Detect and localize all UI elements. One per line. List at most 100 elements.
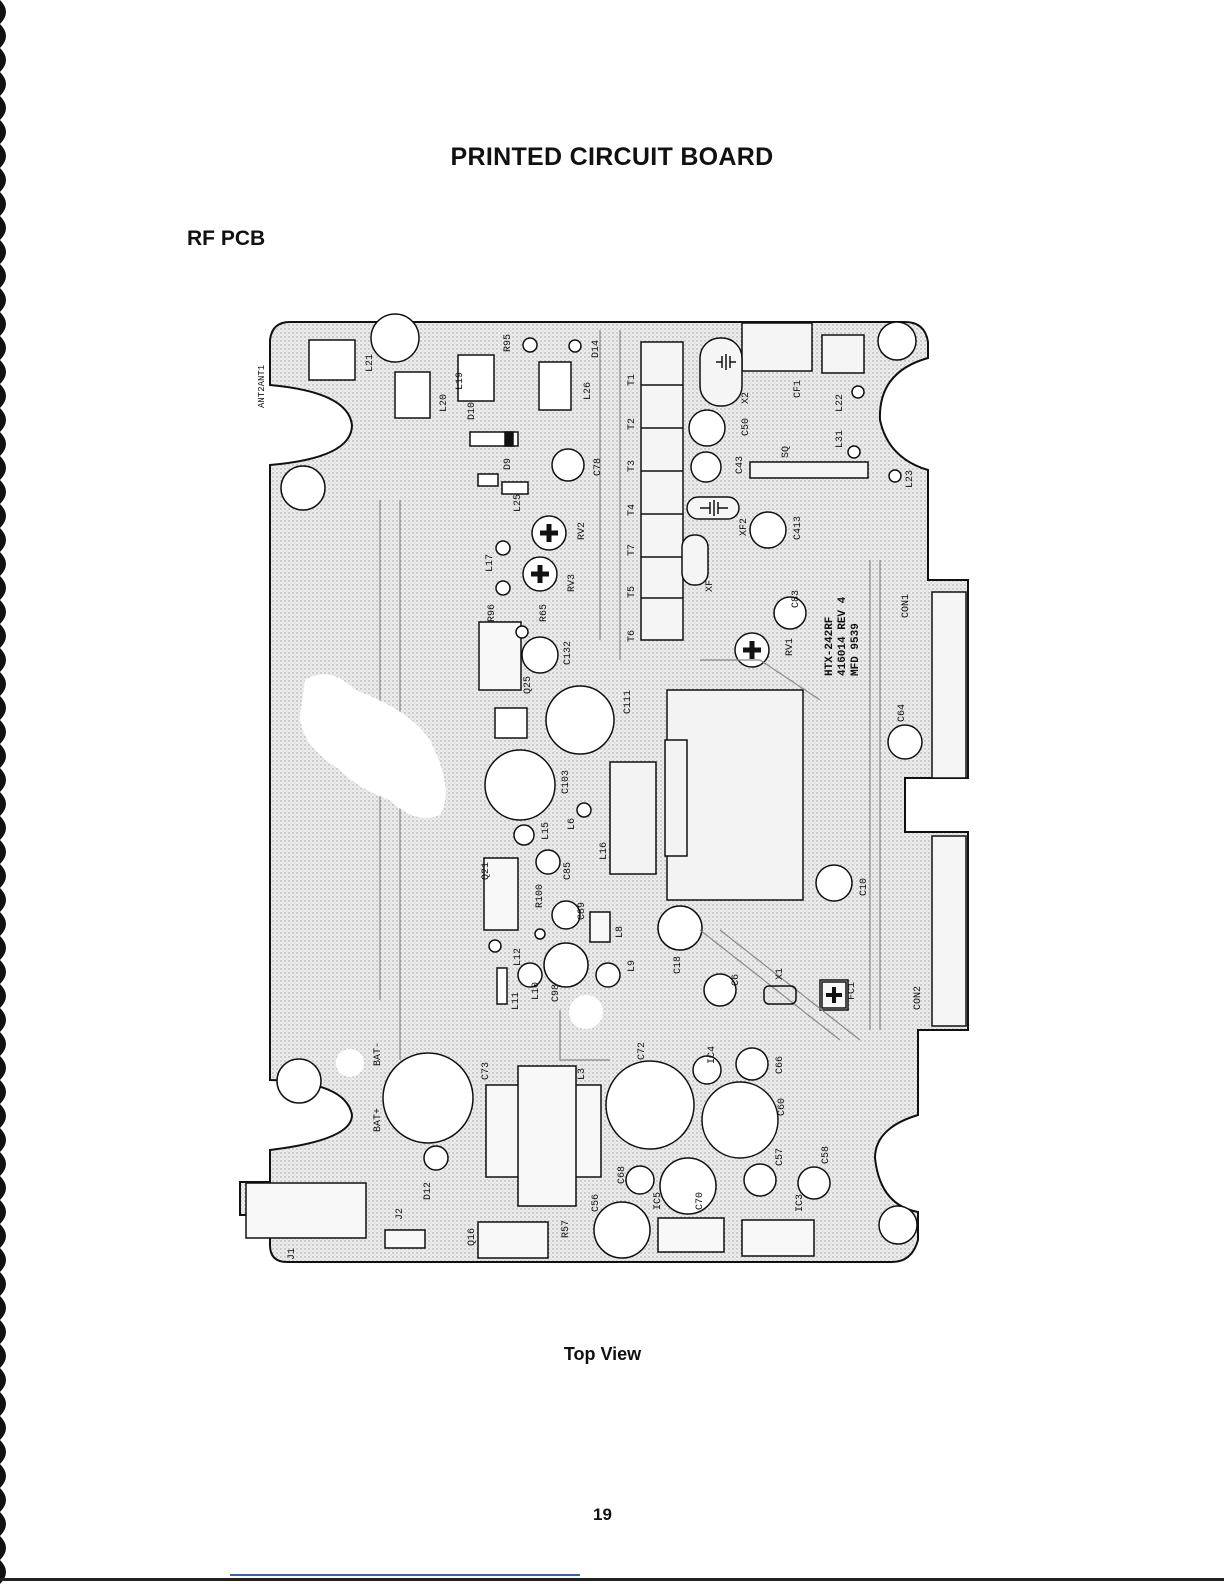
component-label: C50: [741, 418, 752, 436]
component-label: T3: [627, 460, 638, 472]
component-label: D10: [467, 402, 478, 420]
component-label: C89: [577, 902, 588, 920]
component-label: R100: [535, 884, 546, 908]
component-label: C43: [735, 456, 746, 474]
component-label: XF2: [739, 518, 750, 536]
component-label: BAT+: [373, 1108, 384, 1132]
board-marking-line-2: 416014 REV 4: [837, 596, 849, 676]
board-marking-line-1: HTX-242RF: [824, 617, 836, 676]
component-label: RV2: [577, 522, 588, 540]
component-label: CF1: [793, 380, 804, 398]
component-label: C111: [623, 690, 634, 714]
component-label: C57: [775, 1148, 786, 1166]
component-label: T2: [627, 418, 638, 430]
component-label: C83: [791, 590, 802, 608]
component-label: R96: [487, 604, 498, 622]
component-label: FC1: [847, 982, 858, 1000]
transformer-column: [640, 341, 684, 641]
page-edge-scallop: [0, 0, 6, 1584]
component-label: C72: [637, 1042, 648, 1060]
component-label: T1: [627, 374, 638, 386]
filter-region: [681, 322, 865, 586]
component-label: L23: [905, 470, 916, 488]
page-title: PRINTED CIRCUIT BOARD: [450, 143, 774, 171]
component-label: L19: [455, 372, 466, 390]
component-label: RV3: [567, 574, 578, 592]
coils: [308, 339, 572, 1005]
component-label: C66: [775, 1056, 786, 1074]
component-label: L12: [513, 948, 524, 966]
component-label: C18: [673, 956, 684, 974]
board-marking-line-3: MFD 9539: [850, 623, 862, 676]
component-label: L31: [835, 430, 846, 448]
mounting-holes: [276, 313, 918, 1245]
component-label: T6: [627, 630, 638, 642]
component-label: CON2: [913, 986, 924, 1010]
component-label: D12: [423, 1182, 434, 1200]
component-label: T4: [627, 504, 638, 516]
component-label: C98: [551, 984, 562, 1002]
component-label: L3: [577, 1068, 588, 1080]
component-label: L15: [541, 822, 552, 840]
component-label: D14: [591, 340, 602, 358]
component-label: L22: [835, 394, 846, 412]
component-label: X1: [775, 968, 786, 980]
component-label: L21: [365, 354, 376, 372]
component-label: C60: [777, 1098, 788, 1116]
main-ic-block: [609, 689, 804, 901]
component-label: XF: [705, 580, 716, 592]
component-label: L16: [599, 842, 610, 860]
component-label: R95: [503, 334, 514, 352]
diodes: [469, 431, 529, 495]
component-label: C56: [591, 1194, 602, 1212]
component-label: R57: [561, 1220, 572, 1238]
component-label: Q21: [481, 862, 492, 880]
component-label: L25: [513, 494, 524, 512]
component-label: L11: [511, 992, 522, 1010]
antenna-label: ANT2ANT1: [257, 365, 267, 408]
pcb-outline: [239, 321, 969, 1263]
component-label: BAT-: [373, 1042, 384, 1066]
component-label: SQ: [781, 446, 792, 458]
component-label: L17: [485, 554, 496, 572]
erased-areas: [300, 674, 603, 1077]
component-label: L9: [627, 960, 638, 972]
component-label: C78: [593, 458, 604, 476]
capacitors: [382, 337, 923, 1259]
component-label: L6: [567, 818, 578, 830]
component-label: C413: [793, 516, 804, 540]
crystals: [700, 354, 797, 1005]
component-label: L26: [583, 382, 594, 400]
component-label: C68: [617, 1166, 628, 1184]
bottom-rule-accent: [230, 1574, 580, 1576]
page-number: 19: [593, 1505, 612, 1524]
figure-caption: Top View: [563, 1344, 642, 1364]
component-label: C132: [563, 641, 574, 665]
component-label: RV1: [785, 638, 796, 656]
component-label: IC5: [653, 1192, 664, 1210]
component-label: CON1: [901, 594, 912, 618]
component-label: C85: [563, 862, 574, 880]
component-label: T7: [627, 544, 638, 556]
component-label: C64: [897, 704, 908, 722]
component-label: L20: [439, 394, 450, 412]
component-label: L10: [531, 982, 542, 1000]
board-marking: HTX-242RF 416014 REV 4 MFD 9539: [824, 596, 862, 676]
component-label: J2: [395, 1208, 406, 1220]
component-label: R65: [539, 604, 550, 622]
trimmer-pots: [522, 515, 847, 1009]
component-label: J1: [287, 1248, 298, 1260]
component-label: D9: [503, 458, 514, 470]
component-label: Q16: [467, 1228, 478, 1246]
component-label: C10: [859, 878, 870, 896]
component-label: C58: [821, 1146, 832, 1164]
component-label: C6: [731, 974, 742, 986]
connectors: [749, 461, 967, 1027]
component-label: C103: [561, 770, 572, 794]
bottom-rule: [0, 1578, 1224, 1581]
component-label: T5: [627, 586, 638, 598]
component-label: X2: [741, 392, 752, 404]
component-label: IC4: [707, 1046, 718, 1064]
